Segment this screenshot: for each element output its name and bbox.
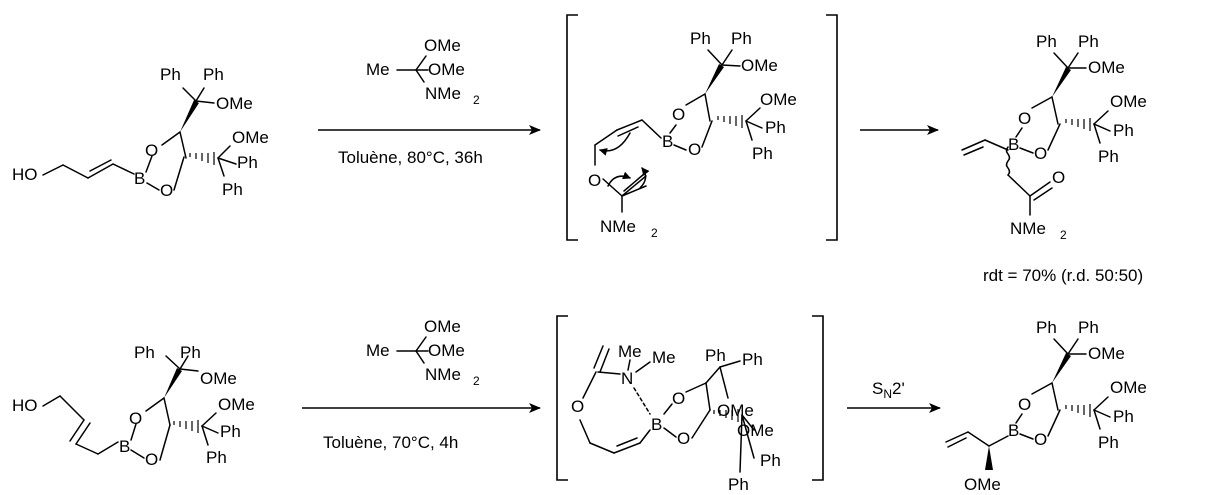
svg-text:OMe: OMe (424, 317, 461, 336)
svg-text:Ph: Ph (237, 153, 258, 172)
svg-text:Ph: Ph (731, 29, 752, 48)
reagent-2: OMe Me OMe NMe 2 (366, 317, 480, 388)
svg-text:2: 2 (473, 374, 480, 388)
svg-text:OMe: OMe (1088, 58, 1125, 77)
intermediate-2: O N Me Me B O O Ph Ph OMe (556, 315, 824, 494)
svg-text:OMe: OMe (1110, 378, 1147, 397)
svg-text:Ph: Ph (203, 65, 224, 84)
svg-text:Me: Me (652, 348, 676, 367)
svg-text:OMe: OMe (216, 94, 253, 113)
svg-text:Ph: Ph (1098, 147, 1119, 166)
svg-text:O: O (1034, 430, 1047, 449)
svg-text:O: O (677, 429, 690, 448)
svg-text:O: O (1018, 395, 1031, 414)
starting-material-2: HO B O O Ph Ph OMe OMe Ph Ph (12, 343, 255, 469)
svg-text:OMe: OMe (428, 341, 465, 360)
svg-text:O: O (672, 105, 685, 124)
svg-text:Ph: Ph (206, 448, 227, 467)
svg-text:Me: Me (366, 341, 390, 360)
svg-text:OMe: OMe (717, 401, 754, 420)
svg-text:Ph: Ph (760, 451, 781, 470)
svg-text:O: O (145, 141, 158, 160)
svg-text:B: B (134, 169, 145, 188)
svg-text:Ph: Ph (1098, 433, 1119, 452)
svg-text:O: O (129, 409, 142, 428)
svg-text:OMe: OMe (1088, 344, 1125, 363)
svg-text:N: N (621, 369, 633, 388)
svg-text:B: B (662, 132, 673, 151)
svg-text:Ph: Ph (1078, 32, 1099, 51)
svg-text:Ph: Ph (222, 180, 243, 199)
svg-text:O: O (1018, 109, 1031, 128)
svg-text:O: O (672, 389, 685, 408)
svg-text:NMe: NMe (600, 217, 636, 236)
svg-text:B: B (119, 437, 130, 456)
svg-text:Ph: Ph (1036, 318, 1057, 337)
svg-text:O: O (688, 140, 701, 159)
svg-text:NMe: NMe (425, 84, 461, 103)
svg-text:Ph: Ph (1113, 121, 1134, 140)
svg-text:OMe: OMe (232, 128, 269, 147)
svg-text:Ph: Ph (220, 422, 241, 441)
svg-text:NMe: NMe (425, 365, 461, 384)
svg-text:Ph: Ph (1078, 318, 1099, 337)
svg-text:Ph: Ph (765, 118, 786, 137)
svg-text:2: 2 (473, 93, 480, 107)
reagent-1: OMe Me OMe NMe 2 (366, 36, 480, 107)
svg-text:O: O (1034, 144, 1047, 163)
svg-text:O: O (571, 397, 584, 416)
svg-text:B: B (651, 415, 662, 434)
product-1: Ph Ph OMe O B O OMe Ph Ph (961, 32, 1147, 242)
svg-text:B: B (1008, 135, 1019, 154)
svg-text:Me: Me (366, 60, 390, 79)
starting-material-1: HO B O O Ph Ph OMe OMe Ph Ph (12, 65, 269, 200)
svg-text:Ph: Ph (728, 475, 749, 494)
svg-text:Ph: Ph (180, 343, 201, 362)
svg-text:OMe: OMe (737, 421, 774, 440)
svg-text:OMe: OMe (218, 395, 255, 414)
step-label-sn2: SN2' (872, 379, 905, 401)
svg-text:OMe: OMe (200, 369, 237, 388)
svg-text:2: 2 (651, 226, 658, 240)
svg-text:OMe: OMe (964, 475, 1001, 494)
conditions-2: Toluène, 70°C, 4h (323, 433, 458, 452)
svg-text:B: B (1008, 421, 1019, 440)
svg-text:NMe: NMe (1010, 219, 1046, 238)
intermediate-1: Ph Ph OMe O B O OMe Ph Ph O (566, 14, 838, 241)
svg-text:OMe: OMe (760, 90, 797, 109)
svg-text:Ph: Ph (160, 65, 181, 84)
svg-text:OMe: OMe (428, 60, 465, 79)
svg-text:HO: HO (12, 396, 38, 415)
svg-text:O: O (160, 181, 173, 200)
svg-text:OMe: OMe (424, 36, 461, 55)
svg-text:HO: HO (12, 165, 38, 184)
product-2: Ph Ph OMe O B O OMe Ph Ph OMe (945, 318, 1147, 494)
svg-text:Ph: Ph (1113, 407, 1134, 426)
svg-text:Me: Me (618, 342, 642, 361)
yield-1: rdt = 70% (r.d. 50:50) (983, 266, 1143, 285)
svg-text:O: O (1052, 168, 1065, 187)
svg-text:OMe: OMe (741, 56, 778, 75)
svg-text:OMe: OMe (1110, 92, 1147, 111)
svg-text:Ph: Ph (1036, 32, 1057, 51)
svg-text:Ph: Ph (752, 144, 773, 163)
svg-text:Ph: Ph (742, 350, 763, 369)
svg-text:Ph: Ph (134, 343, 155, 362)
conditions-1: Toluène, 80°C, 36h (338, 148, 483, 167)
svg-text:Ph: Ph (705, 346, 726, 365)
svg-text:O: O (588, 171, 601, 190)
svg-text:O: O (145, 450, 158, 469)
svg-text:Ph: Ph (690, 29, 711, 48)
svg-text:2: 2 (1060, 228, 1067, 242)
